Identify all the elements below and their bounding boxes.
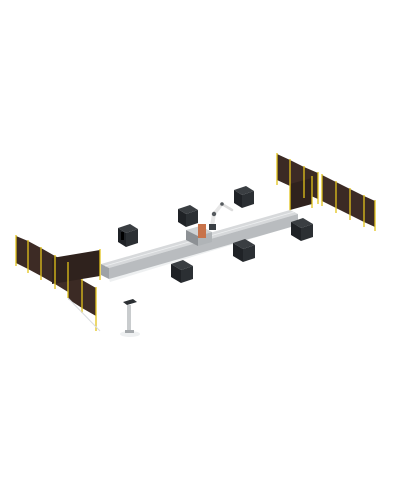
positioner-4 xyxy=(171,260,193,283)
fence-panel xyxy=(336,182,350,215)
fence-posts xyxy=(15,235,101,331)
positioner-6 xyxy=(291,218,313,241)
welding-robot xyxy=(209,202,234,230)
left-safety-fence xyxy=(15,235,101,332)
robot-base xyxy=(198,224,206,238)
fence-posts xyxy=(276,153,376,231)
operator-control-stand xyxy=(123,299,137,333)
fence-door xyxy=(290,178,312,210)
fence-panel xyxy=(16,236,28,269)
positioner-5 xyxy=(233,239,255,262)
positioner-3 xyxy=(234,186,254,208)
positioner-1 xyxy=(118,224,138,247)
fence-panel xyxy=(82,280,96,316)
fence-panel xyxy=(322,175,336,208)
fence-panel xyxy=(68,272,82,308)
fence-panel xyxy=(277,154,290,186)
right-safety-fence xyxy=(276,153,376,231)
track-side xyxy=(101,264,109,279)
positioner-2 xyxy=(178,205,198,227)
fence-panel xyxy=(41,248,55,284)
fence-panel xyxy=(364,196,375,227)
track-front xyxy=(109,214,298,279)
fence-panel xyxy=(52,250,100,284)
fence-panel xyxy=(28,241,41,276)
fence-panel xyxy=(350,189,364,222)
robot-carriage xyxy=(186,224,212,246)
